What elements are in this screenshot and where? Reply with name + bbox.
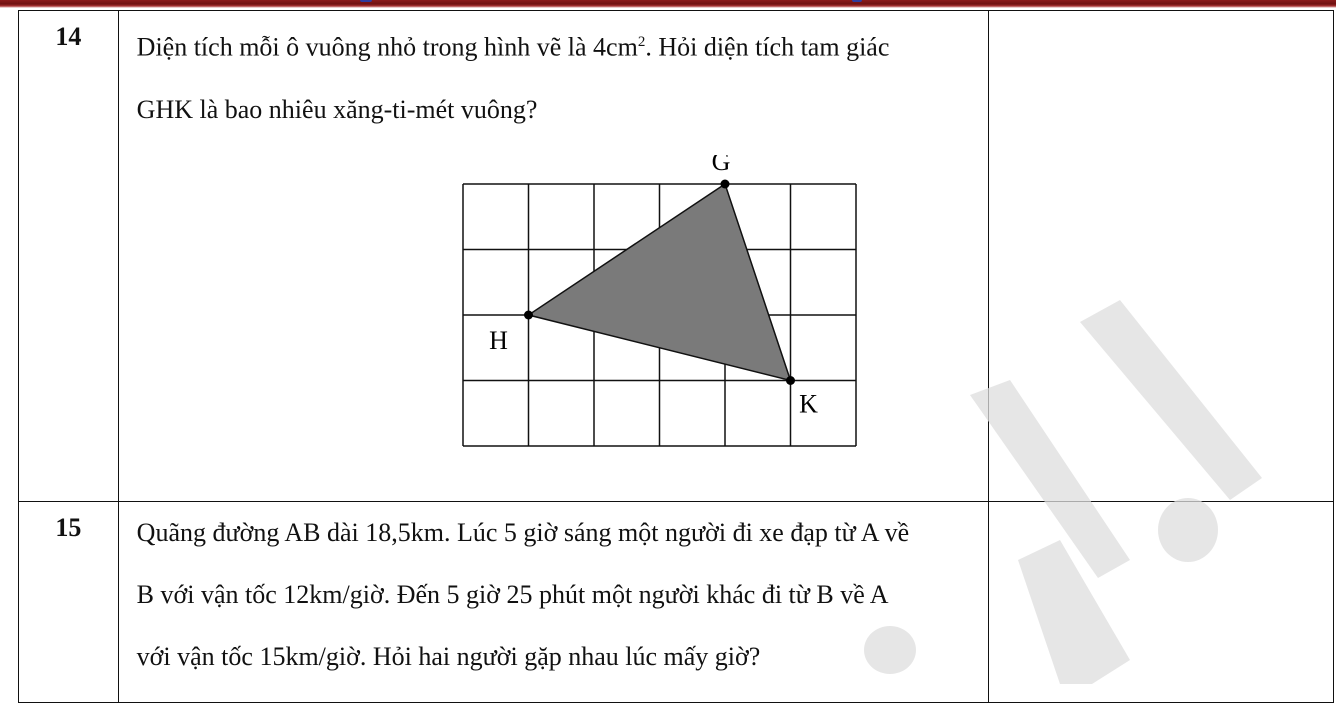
header-rule xyxy=(0,0,1336,8)
superscript: 2 xyxy=(637,34,646,50)
question-text: Quãng đường AB dài 18,5km. Lúc 5 giờ sán… xyxy=(137,502,989,688)
grid-diagram: G H K xyxy=(461,155,857,447)
question-content-cell: Quãng đường AB dài 18,5km. Lúc 5 giờ sán… xyxy=(117,500,990,703)
vertex-dot xyxy=(523,310,533,320)
vertex-label: G xyxy=(711,155,730,176)
question-text-part: . Hỏi diện tích tam giác xyxy=(645,32,890,62)
question-text-line: Quãng đường AB dài 18,5km. Lúc 5 giờ sán… xyxy=(136,517,910,547)
score-cell xyxy=(988,10,1334,502)
vertex-label: H xyxy=(489,326,508,355)
question-content-cell: Diện tích mỗi ô vuông nhỏ trong hình vẽ … xyxy=(117,10,990,502)
question-number-cell: 15 xyxy=(18,500,119,703)
question-table: 14 Diện tích mỗi ô vuông nhỏ trong hình … xyxy=(18,10,1334,703)
question-number: 15 xyxy=(55,512,82,542)
question-row-14: 14 Diện tích mỗi ô vuông nhỏ trong hình … xyxy=(18,10,1334,502)
score-cell xyxy=(988,500,1334,703)
vertex-dot xyxy=(785,375,795,385)
vertex-dot xyxy=(720,179,730,189)
question-text: Diện tích mỗi ô vuông nhỏ trong hình vẽ … xyxy=(137,11,989,141)
question-text-part: GHK là bao nhiêu xăng-ti-mét vuông? xyxy=(136,94,538,124)
question-number-cell: 14 xyxy=(18,10,119,502)
triangle-ghk xyxy=(526,182,792,382)
triangle-figure: G H K xyxy=(137,141,989,501)
question-text-line: B với vận tốc 12km/giờ. Đến 5 giờ 25 phú… xyxy=(136,579,889,609)
vertex-label: K xyxy=(799,389,818,418)
question-text-line: với vận tốc 15km/giờ. Hỏi hai người gặp … xyxy=(136,641,761,671)
header-text-fragment xyxy=(0,0,1336,4)
question-number: 14 xyxy=(55,22,82,51)
question-text-part: Diện tích mỗi ô vuông nhỏ trong hình vẽ … xyxy=(136,32,638,62)
question-row-15: 15 Quãng đường AB dài 18,5km. Lúc 5 giờ … xyxy=(18,500,1334,703)
